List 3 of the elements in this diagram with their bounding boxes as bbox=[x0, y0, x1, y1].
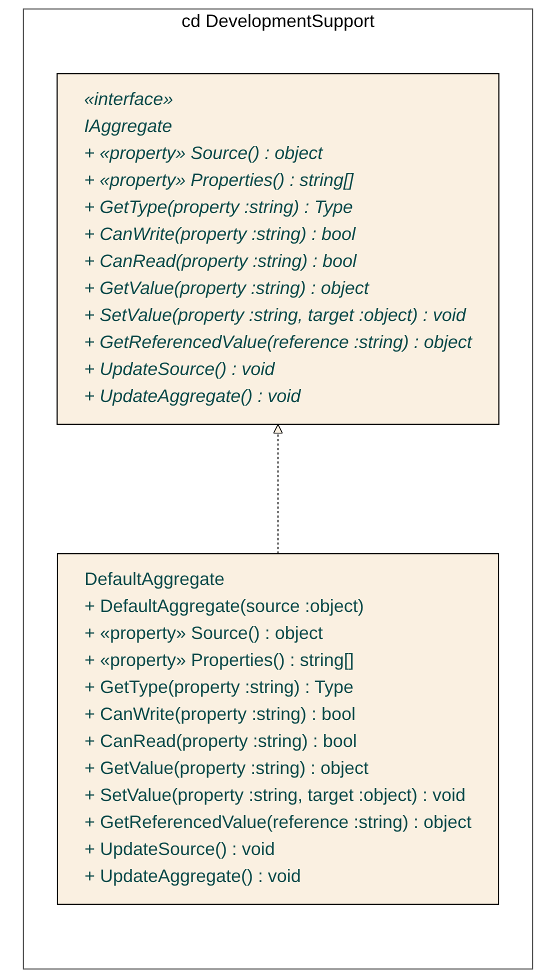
arrow bbox=[273, 424, 283, 554]
node-box: «interface» IAggregate + «property» Source() : object + «property» Properties() : string[] + GetType(property :string) : Type + CanWrite(property :string) : bool + CanRead(property :string) : bool + GetValue(property :string) : object + SetValue(property :string, target :object) : void + GetReferencedValue(reference :string) : object + UpdateSource() : void + UpdateAggregate() : void bbox=[56, 73, 500, 425]
node-box: DefaultAggregate + DefaultAggregate(source :object) + «property» Source() : object + «property» Properties() : string[] + GetType(property :string) : Type + CanWrite(property :string) : bool + CanRead(property :string) : bool + GetValue(property :string) : object + SetValue(property :string, target :object) : void + GetReferencedValue(reference :string) : object + UpdateSource() : void + UpdateAggregate() : void bbox=[56, 553, 500, 905]
